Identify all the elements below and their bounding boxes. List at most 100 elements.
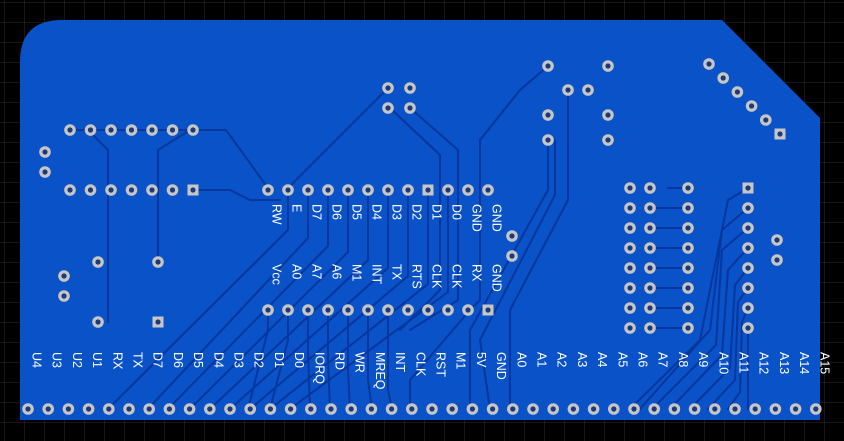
trace bbox=[307, 309, 311, 410]
header-pad bbox=[402, 304, 414, 316]
trace bbox=[157, 129, 191, 263]
edge-pin-label: D6 bbox=[171, 352, 185, 368]
edge-pin-label: IORQ bbox=[312, 352, 326, 384]
header-pad bbox=[362, 184, 374, 196]
header-pad bbox=[382, 184, 394, 196]
header-top-label: D7 bbox=[310, 204, 324, 220]
trace bbox=[289, 187, 449, 410]
trace bbox=[87, 129, 109, 323]
header-pad bbox=[322, 304, 334, 316]
through-hole-pad bbox=[58, 270, 70, 282]
edge-pin-label: WR bbox=[353, 352, 367, 373]
edge-pin-label: U4 bbox=[30, 352, 44, 368]
edge-pin-label: A9 bbox=[696, 352, 710, 367]
ic-pad bbox=[187, 124, 199, 136]
through-hole-pad bbox=[644, 302, 656, 314]
edge-connector-pad bbox=[668, 403, 681, 415]
edge-connector-pad bbox=[789, 403, 802, 415]
header-pad bbox=[342, 304, 354, 316]
through-hole-pad bbox=[644, 262, 656, 274]
through-hole-pad bbox=[92, 316, 104, 328]
through-hole-pad bbox=[624, 322, 636, 334]
header-bottom-label: GND bbox=[490, 264, 504, 292]
edge-connector-pad bbox=[305, 403, 317, 415]
trace bbox=[247, 309, 269, 410]
edge-connector-pad bbox=[567, 403, 580, 415]
through-hole-pad bbox=[624, 222, 636, 234]
header-bottom-label: TX bbox=[390, 264, 404, 281]
through-hole-pad bbox=[742, 242, 754, 254]
trace bbox=[269, 187, 429, 410]
edge-pin-label: A0 bbox=[514, 352, 528, 367]
through-hole-pad bbox=[582, 84, 594, 96]
through-hole-pad bbox=[742, 202, 754, 214]
trace bbox=[651, 227, 749, 410]
ic-pad bbox=[125, 184, 138, 196]
trace bbox=[249, 187, 409, 410]
through-hole-pad bbox=[39, 146, 51, 158]
edge-pin-label: INT bbox=[393, 352, 407, 373]
through-hole-pad bbox=[682, 242, 694, 254]
through-hole-pad bbox=[742, 222, 754, 234]
through-hole-pad bbox=[682, 302, 694, 314]
ic-pad bbox=[105, 184, 117, 196]
edge-connector-pad bbox=[527, 403, 539, 415]
edge-pin-label: A8 bbox=[676, 352, 690, 367]
header-bottom-label: CLK bbox=[430, 264, 444, 289]
trace bbox=[479, 139, 556, 410]
edge-connector-pad bbox=[365, 403, 378, 415]
through-hole-pad bbox=[742, 322, 754, 334]
edge-connector-pad bbox=[608, 403, 620, 415]
edge-pin-label: A13 bbox=[777, 352, 791, 374]
edge-pin-label: RD bbox=[333, 352, 347, 370]
through-hole-pad bbox=[742, 262, 754, 274]
through-hole-pad bbox=[771, 234, 783, 246]
trace bbox=[509, 89, 569, 410]
through-hole-pad bbox=[682, 282, 694, 294]
trace bbox=[167, 187, 329, 410]
header-pad bbox=[442, 304, 454, 316]
edge-connector-pad bbox=[42, 403, 54, 415]
header-bottom-label: CLK bbox=[450, 264, 464, 289]
edge-connector-pad bbox=[103, 403, 115, 415]
edge-connector-pad bbox=[547, 403, 559, 415]
header-pad bbox=[262, 184, 274, 196]
through-hole-pad bbox=[644, 242, 656, 254]
edge-pin-label: TX bbox=[131, 352, 145, 369]
through-hole-pad bbox=[682, 222, 694, 234]
ic-pad bbox=[125, 124, 138, 136]
through-hole-pad bbox=[644, 182, 656, 194]
trace bbox=[409, 107, 459, 331]
ic-pad bbox=[64, 184, 76, 196]
through-hole-pad bbox=[382, 82, 394, 94]
through-hole-pad bbox=[404, 82, 416, 94]
edge-connector-pad bbox=[325, 403, 337, 415]
header-top-label: D5 bbox=[350, 204, 364, 220]
through-hole-pad bbox=[771, 254, 783, 266]
header-pad bbox=[462, 184, 474, 196]
edge-connector-pad bbox=[810, 403, 822, 415]
header-top-label: D3 bbox=[390, 204, 404, 220]
ic-pad bbox=[146, 184, 158, 196]
trace bbox=[669, 247, 749, 410]
ic-pad bbox=[166, 184, 179, 196]
header-top-label: D0 bbox=[450, 204, 464, 220]
trace bbox=[147, 187, 309, 410]
trace bbox=[389, 107, 441, 331]
through-hole-pad bbox=[562, 84, 574, 96]
edge-connector-pad bbox=[22, 403, 34, 415]
ic-pad bbox=[84, 184, 97, 196]
header-pad bbox=[282, 184, 294, 196]
ic-pad bbox=[187, 184, 199, 196]
through-hole-pad bbox=[602, 109, 614, 121]
header-bottom-label: M1 bbox=[350, 264, 364, 281]
through-hole-pad bbox=[542, 134, 554, 146]
edge-connector-pad bbox=[466, 403, 479, 415]
header-top-label: GND bbox=[470, 204, 484, 232]
through-hole-pad bbox=[742, 302, 754, 314]
edge-pin-label: A14 bbox=[797, 352, 811, 374]
ic-pad bbox=[166, 124, 179, 136]
edge-pin-label: A7 bbox=[656, 352, 670, 367]
through-hole-pad bbox=[506, 230, 518, 242]
